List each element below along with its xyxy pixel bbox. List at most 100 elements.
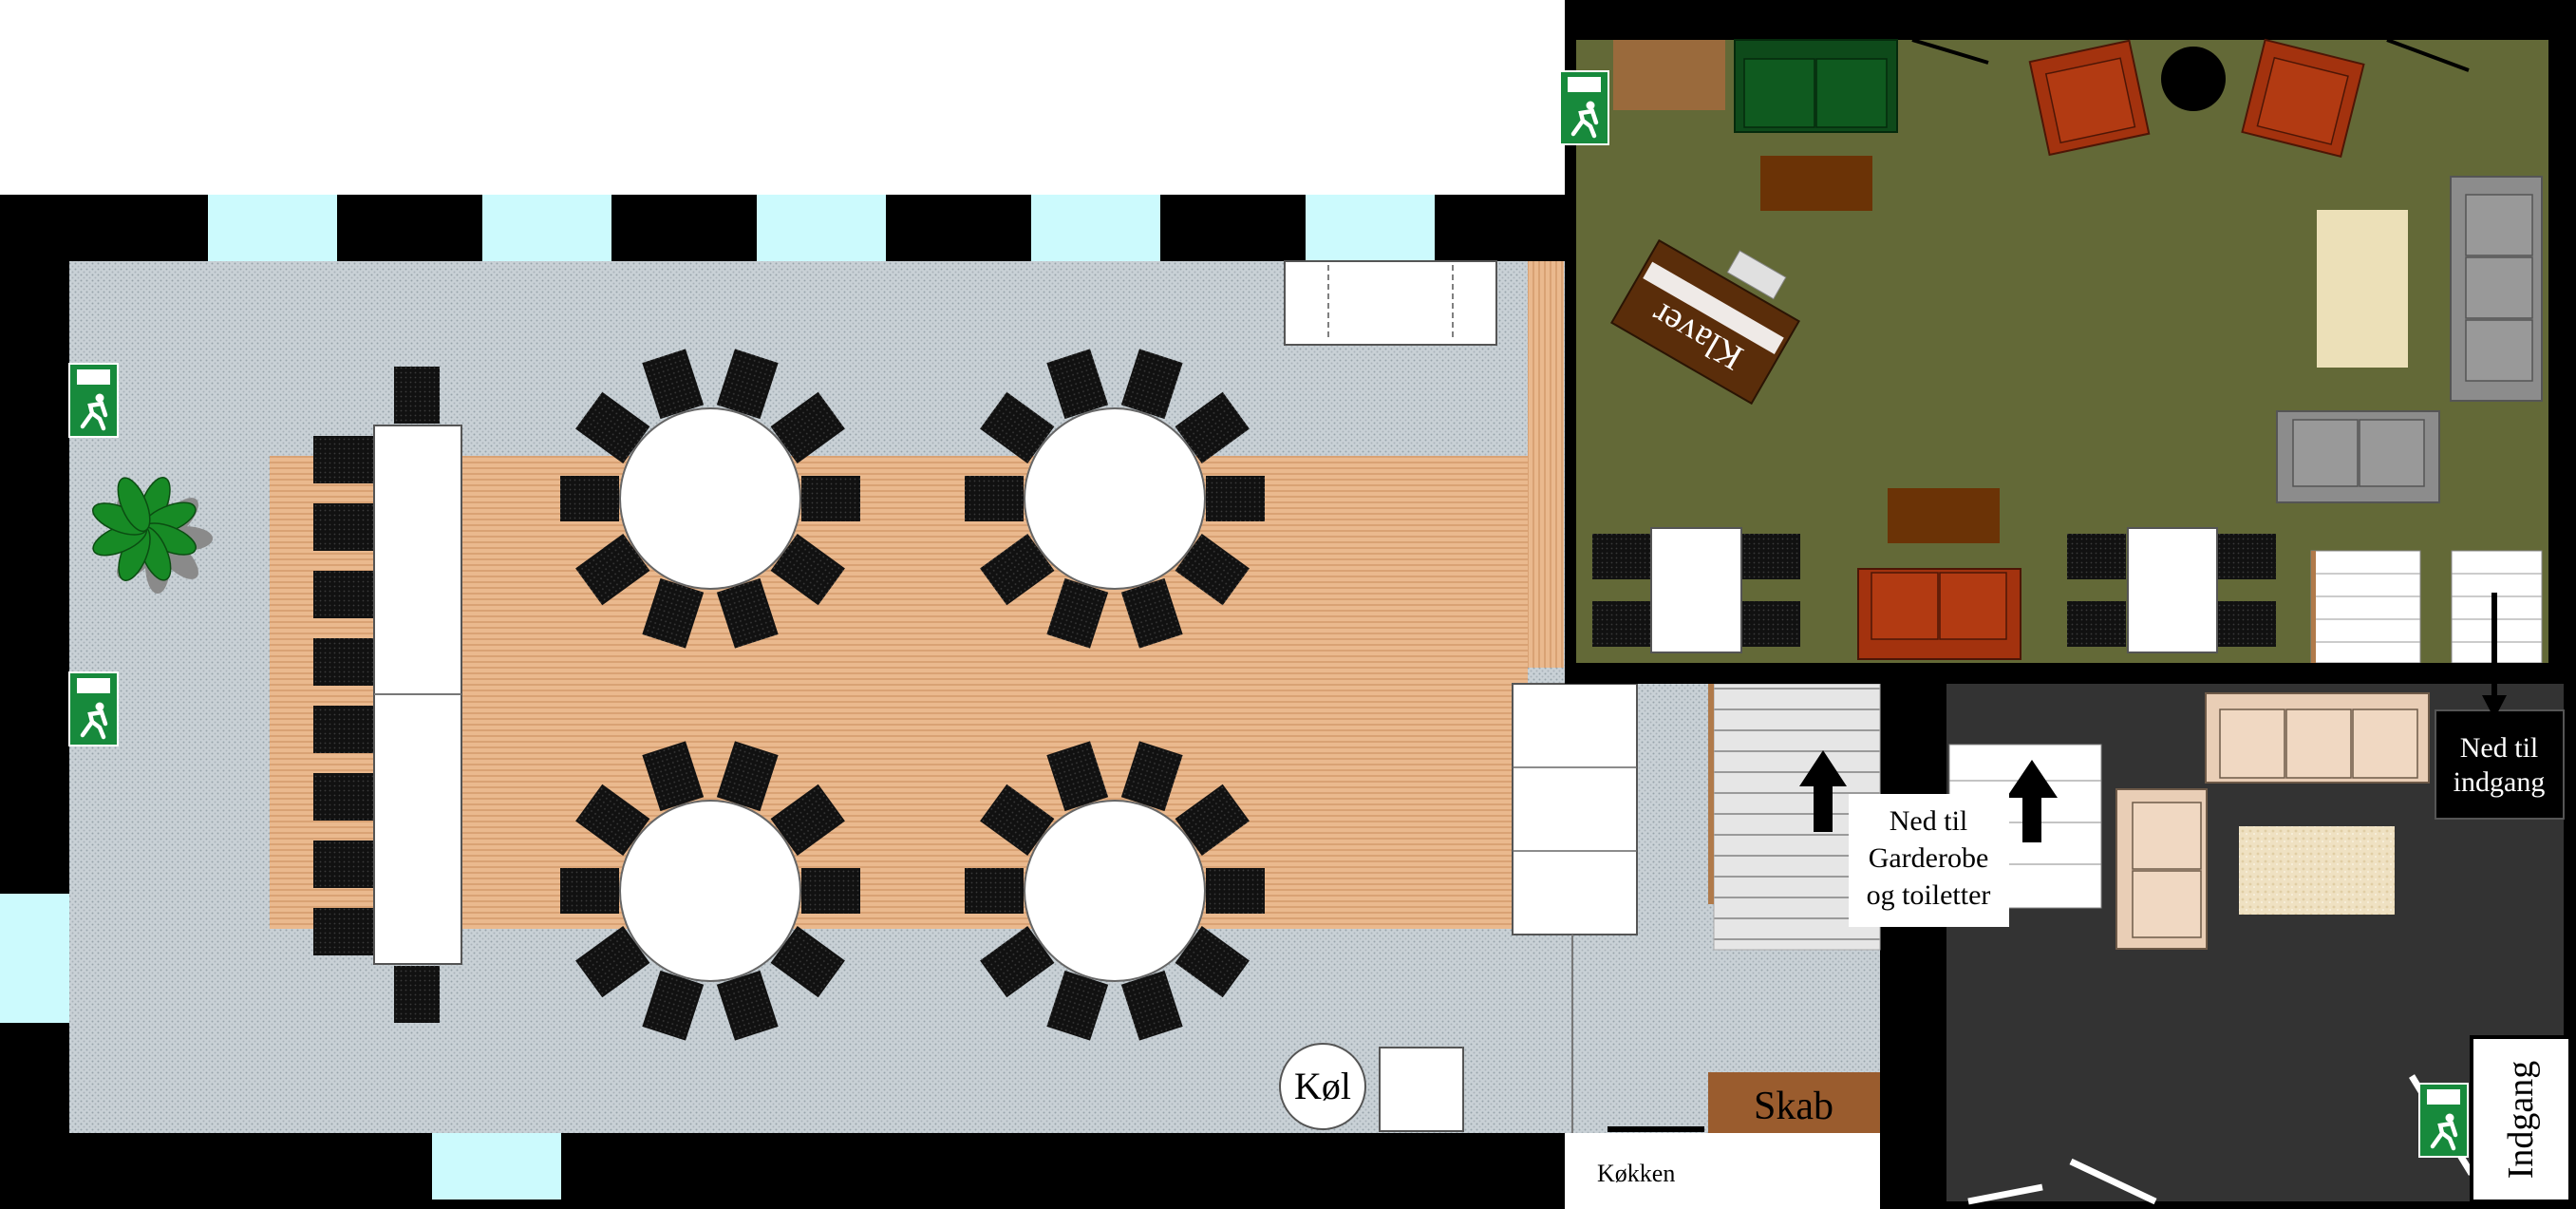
garderobe-label-line2: Garderobe [1869, 842, 1989, 874]
chair [394, 966, 440, 1023]
cafe-table-group [2067, 527, 2276, 653]
garderobe-label-line1: Ned til [1890, 805, 1968, 837]
window [432, 1133, 561, 1200]
chair [575, 391, 650, 463]
sofa-beige [2115, 788, 2208, 950]
cafe-table-group [1592, 527, 1800, 653]
side-table [1613, 40, 1725, 110]
arrow-down-icon [2482, 593, 2507, 719]
chair [313, 841, 374, 888]
rug [2239, 826, 2395, 915]
window [0, 894, 69, 1023]
chair [801, 476, 860, 521]
garderobe-sign: Ned til Garderobe og toiletter [1849, 794, 2009, 927]
chair [313, 436, 374, 483]
armchair [2028, 39, 2151, 157]
buffet-table [1284, 260, 1497, 346]
chair [980, 784, 1055, 856]
chair [965, 868, 1024, 914]
plant-icon [92, 477, 213, 594]
chair [716, 349, 779, 420]
round-table-group [560, 741, 860, 1041]
arrow-up-icon [2006, 760, 2058, 842]
chair [716, 970, 779, 1041]
round-table-group [965, 349, 1265, 649]
indgang-label: Indgang [2501, 1061, 2541, 1180]
chair [1175, 926, 1250, 998]
window [208, 195, 337, 261]
chair [1206, 868, 1265, 914]
coffee-table [1888, 488, 2000, 543]
chair [1175, 534, 1250, 606]
sofa-green [1734, 39, 1898, 133]
chair [1175, 391, 1250, 463]
window [482, 195, 611, 261]
round-side-table [2161, 47, 2226, 111]
window [1306, 195, 1435, 261]
sofa-red [1857, 568, 2021, 660]
sofa-grey [2276, 410, 2440, 503]
hall-inner-wall [1880, 684, 1946, 1209]
chair [313, 706, 374, 753]
indgang-down-label-line1: Ned til [2460, 732, 2539, 764]
chair [313, 638, 374, 686]
round-table [619, 800, 801, 982]
chair [575, 784, 650, 856]
chair [1120, 577, 1183, 649]
entry-door [1967, 1183, 2043, 1205]
chair [980, 391, 1055, 463]
chair [1046, 577, 1109, 649]
chair [1046, 349, 1109, 420]
armchair [2241, 38, 2365, 159]
emergency-exit-icon [68, 671, 119, 746]
chair [1046, 970, 1109, 1041]
coffee-table [1760, 156, 1872, 211]
low-table [2317, 210, 2408, 368]
chair [770, 534, 845, 606]
chair [394, 367, 440, 424]
entry-door [2069, 1158, 2157, 1205]
round-table [1024, 800, 1206, 982]
chair [642, 970, 705, 1041]
chair [716, 741, 779, 812]
chair [770, 926, 845, 998]
round-table-group [965, 741, 1265, 1041]
lounge-room: Klaver [1559, 0, 2576, 684]
chair [575, 534, 650, 606]
round-table [619, 407, 801, 590]
sofa-beige [2205, 692, 2430, 784]
cabinet-label: Skab [1754, 1085, 1833, 1128]
long-table-group [313, 367, 462, 1023]
chair [1175, 784, 1250, 856]
sofa-grey [2450, 176, 2543, 402]
chair [1206, 476, 1265, 521]
dance-floor [270, 456, 1528, 929]
arrow-down-icon [1681, 1153, 1700, 1199]
indgang-sign [2470, 1035, 2572, 1203]
chair [965, 476, 1024, 521]
chair [1120, 970, 1183, 1041]
fridge: Køl [1279, 1043, 1464, 1132]
chair [1120, 349, 1183, 420]
garderobe-label-line3: og toiletter [1867, 879, 1991, 911]
chair [801, 868, 860, 914]
entry-room: Ned til Garderobe og toiletter Ned til i… [1849, 593, 2576, 1209]
chair [1120, 741, 1183, 812]
chair [770, 391, 845, 463]
piano: Klaver [1610, 238, 1800, 406]
cabinet: Skab [1708, 1072, 1880, 1133]
emergency-exit-icon [68, 363, 119, 438]
fridge-label: Køl [1294, 1065, 1351, 1107]
chair [313, 503, 374, 551]
window [757, 195, 886, 261]
chair [980, 926, 1055, 998]
chair [770, 784, 845, 856]
plant-leaf [117, 477, 151, 533]
chair [642, 349, 705, 420]
chair [560, 868, 619, 914]
indgang-down-label-line2: indgang [2454, 766, 2546, 798]
chair [980, 534, 1055, 606]
chair [716, 577, 779, 649]
arrow-up-icon [1799, 750, 1847, 832]
